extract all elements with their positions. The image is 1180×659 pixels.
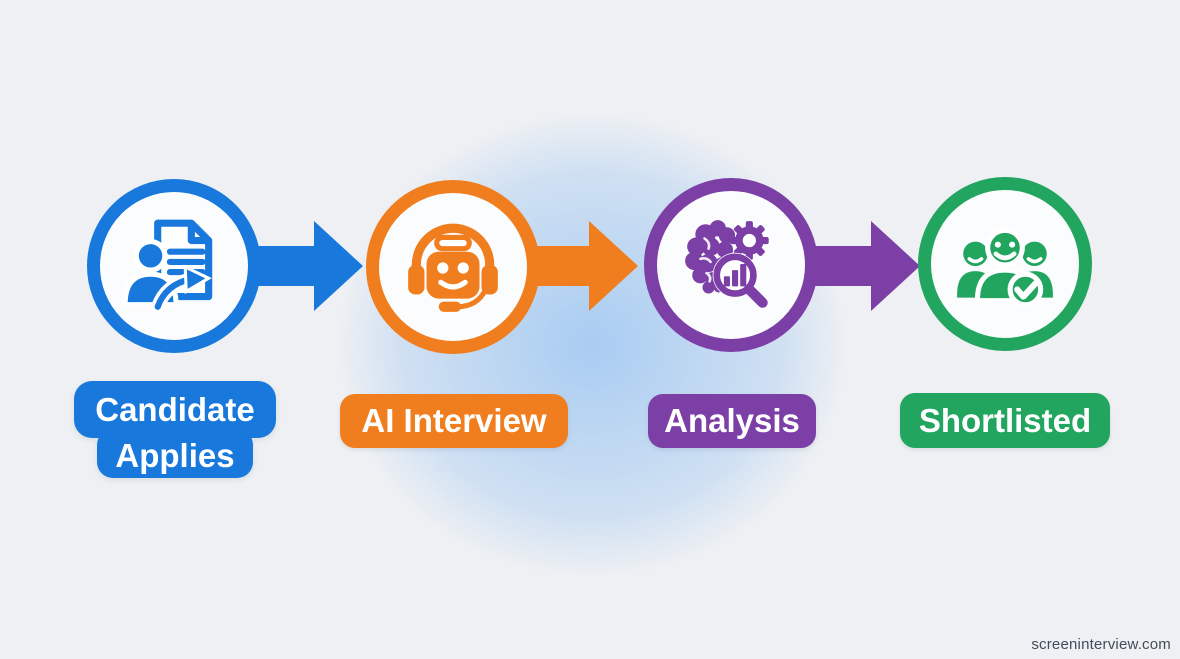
step-label-shortlisted: Shortlisted — [900, 393, 1110, 448]
step-circle-shortlisted — [918, 177, 1092, 351]
step-label-line1: Candidate — [74, 381, 276, 438]
brain-gear-magnifier-icon — [685, 220, 769, 308]
step-circle-candidate-applies — [87, 179, 261, 353]
step-circle-analysis — [644, 178, 818, 352]
step-label-candidate-applies: Candidate Applies — [74, 381, 276, 478]
step-label-ai-interview: AI Interview — [340, 394, 568, 448]
flow-arrow-2 — [531, 221, 638, 311]
flow-arrow-1 — [256, 221, 363, 311]
flow-arrow-3 — [813, 221, 920, 311]
step-label-analysis: Analysis — [648, 394, 816, 448]
step-circle-ai-interview — [366, 180, 540, 354]
robot-headset-icon — [408, 223, 498, 312]
step-label-line2: Applies — [97, 429, 253, 478]
group-check-icon — [957, 227, 1053, 308]
application-document-icon — [122, 219, 213, 314]
step-label-text-line1: Candidate — [95, 390, 255, 428]
watermark-text: screeninterview.com — [1031, 636, 1171, 653]
step-label-text-line2: Applies — [115, 437, 235, 474]
